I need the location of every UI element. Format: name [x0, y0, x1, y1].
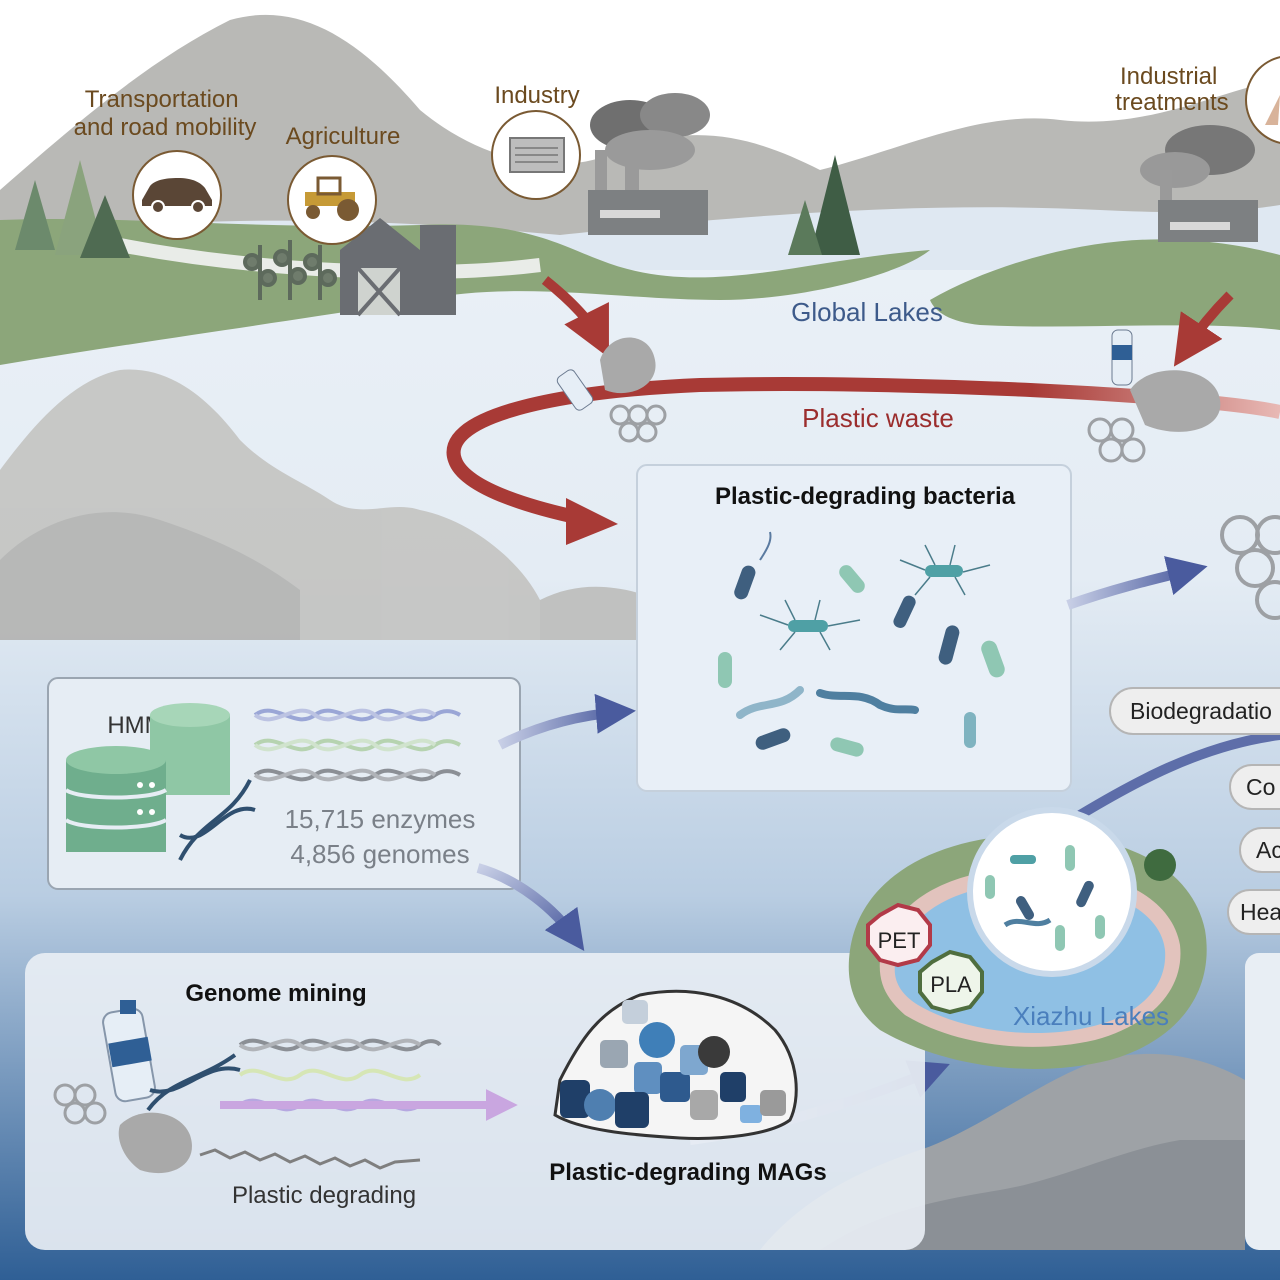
bacteria-panel-title: Plastic-degrading bacteria: [715, 483, 1016, 510]
pla-badge: PLA: [918, 949, 984, 1015]
arrow-land-to-lake-left: [541, 276, 609, 358]
label-industry: Industry: [494, 82, 579, 109]
mags-cluster-icon: [553, 989, 798, 1140]
treatment-icon: [1245, 56, 1280, 144]
label-genome-mining: Genome mining: [185, 980, 366, 1007]
svg-text:PLA: PLA: [930, 972, 972, 997]
hvac-unit-icon: [491, 110, 581, 200]
plastic-waste-mining-icon: [53, 1083, 192, 1174]
label-agriculture: Agriculture: [286, 123, 401, 150]
label-industrial-treatments: Industrial treatments: [1115, 63, 1228, 116]
arrow-land-to-lake-right: [1173, 291, 1234, 367]
label-transportation: Transportation and road mobility: [74, 86, 257, 141]
factory-treatment-icon: [1140, 125, 1258, 242]
database-icon: [64, 703, 230, 852]
outcome-pill-4: Hea: [1227, 889, 1280, 935]
polymer-chain-icon: [199, 1148, 421, 1170]
plastic-debris-left: [556, 337, 667, 443]
dna-helix-mining-icon: [146, 1053, 241, 1112]
label-xiazhu-lakes: Xiazhu Lakes: [1013, 1001, 1169, 1031]
bacteria-illustration: [718, 531, 1005, 757]
arrow-bacteria-to-microplastics: [1066, 556, 1208, 610]
svg-text:PET: PET: [878, 928, 921, 953]
tree-cluster-right: [788, 155, 860, 255]
svg-text:Ac: Ac: [1256, 837, 1280, 863]
svg-text:Biodegradatio: Biodegradatio: [1130, 698, 1272, 724]
arrow-lake-to-outcomes: [1077, 730, 1280, 820]
magnified-bacteria-icon: [967, 807, 1137, 977]
microplastic-rings-right: [1220, 515, 1280, 620]
arrow-hmm-to-genome-mining: [476, 863, 585, 952]
outcome-pill-biodegradation: Biodegradatio: [1109, 687, 1280, 735]
plastic-waste-arrowhead: [566, 498, 618, 545]
right-panel-edge: [1245, 953, 1280, 1250]
label-global-lakes: Global Lakes: [791, 297, 943, 327]
car-icon: [132, 150, 222, 240]
dna-helix-icon: [178, 779, 256, 861]
crops: [243, 240, 337, 300]
barn-icon: [340, 218, 456, 317]
road: [118, 238, 541, 280]
label-plastic-waste: Plastic waste: [802, 403, 954, 433]
arrow-hmm-to-bacteria: [497, 693, 636, 750]
dna-strands-hmm: [253, 708, 462, 782]
outcome-pill-2: Co: [1229, 764, 1280, 810]
plastic-debris-right: [1087, 329, 1221, 463]
label-enzymes: 15,715 enzymes: [285, 804, 476, 834]
tree-cluster-left: [15, 160, 130, 258]
label-plastic-degrading: Plastic degrading: [232, 1182, 416, 1209]
right-shore: [930, 239, 1280, 330]
factory-industry-icon: [588, 93, 710, 235]
svg-text:Co: Co: [1246, 774, 1275, 800]
label-mags: Plastic-degrading MAGs: [549, 1159, 826, 1186]
outcome-pill-3: Ac: [1239, 827, 1280, 873]
plastic-bottle-icon: [102, 1000, 156, 1103]
label-genomes: 4,856 genomes: [290, 839, 469, 869]
tractor-icon: [287, 155, 377, 245]
pet-badge: PET: [866, 902, 932, 968]
svg-text:Hea: Hea: [1240, 899, 1280, 925]
